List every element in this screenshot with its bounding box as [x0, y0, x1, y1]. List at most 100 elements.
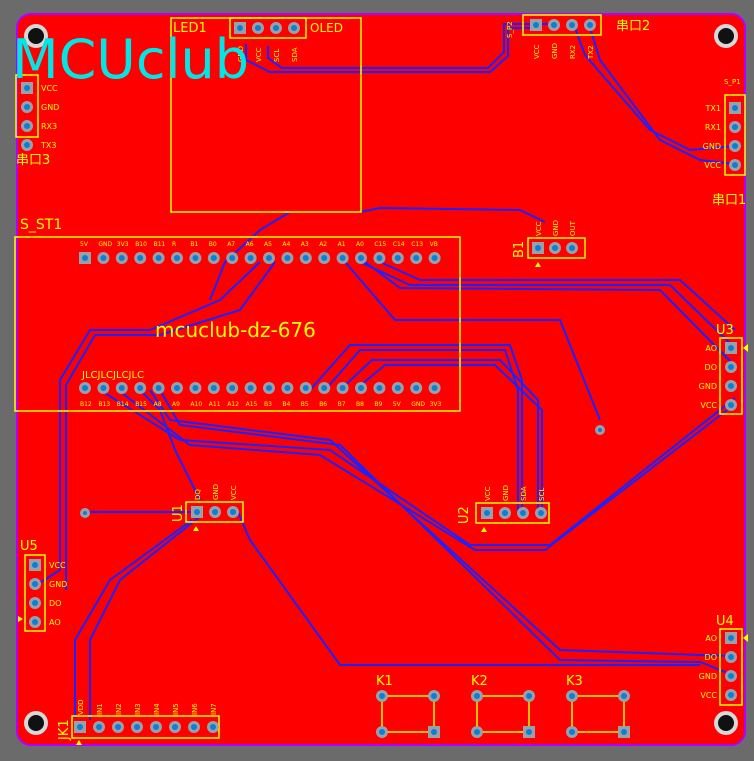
serial3-pad-3-hole — [24, 123, 30, 129]
u5-pin-label-1: VCC — [49, 561, 66, 570]
s-st1-bottom-pad-12-hole — [284, 385, 291, 391]
serial1-pin-label-2: RX1 — [705, 123, 721, 132]
s-st1-bottom-label-6: A9 — [172, 401, 180, 408]
u1-pin-label-2: GND — [212, 484, 220, 500]
u5-pin-label-4: AO — [49, 618, 61, 627]
serial3-name: 串口3 — [16, 153, 50, 168]
s-st1-bottom-label-16: B8 — [356, 401, 364, 408]
serial3-pad-2-hole — [24, 104, 30, 110]
jk1-pad-1-hole — [77, 724, 83, 730]
led1-pin-label-3: SCL — [273, 49, 281, 62]
u4-pin-label-4: VCC — [700, 691, 717, 700]
jk1-pad-7-hole — [191, 724, 197, 730]
b1-pad-2-hole — [552, 245, 558, 251]
s-st1-top-label-1: 5V — [80, 241, 89, 248]
k1-button[interactable]: K1 — [376, 674, 440, 738]
s-st1-top-label-13: A3 — [301, 241, 309, 248]
k3-button[interactable]: K3 — [566, 674, 630, 738]
s-st1-bottom-pad-19-hole — [413, 385, 420, 391]
s-st1-top-label-20: VB — [430, 241, 438, 248]
serial1-pad-2-hole — [732, 124, 738, 130]
jk1-pin-label-6: IN5 — [172, 703, 180, 715]
s-st1-bottom-pad-15-hole — [339, 385, 346, 391]
b1-pad-1-hole — [535, 245, 541, 251]
s-st1-top-pad-14-hole — [321, 255, 328, 261]
u1-pin-label-3: VCC — [230, 485, 238, 500]
s-st1-bottom-label-19: GND — [411, 401, 425, 408]
jk1-pad-5-hole — [153, 724, 159, 730]
led1-pad-2-hole — [255, 25, 261, 31]
s-st1-top-label-7: B1 — [190, 241, 198, 248]
u5-pad-3-hole — [32, 600, 38, 606]
serial3-pin-label-1: VCC — [41, 84, 58, 93]
board-substrate — [16, 13, 746, 746]
u3-ref: U3 — [716, 323, 734, 338]
s-st1-bottom-label-17: B9 — [374, 401, 382, 408]
u2-pad-2-hole — [502, 510, 508, 516]
s-st1-top-label-10: A6 — [246, 241, 254, 248]
serial1-pad-1-hole — [732, 105, 738, 111]
s-st1-bottom-pad-9-hole — [229, 385, 236, 391]
s-st1-bottom-pad-1-hole — [82, 385, 88, 391]
jk1-pin-label-8: IN7 — [210, 703, 218, 715]
b1-pin-label-3: OUT — [569, 220, 577, 236]
jk1-pin-label-5: IN4 — [153, 703, 161, 715]
jk1-pin-label-2: IN1 — [96, 703, 104, 715]
s-st1-bottom-label-11: B3 — [264, 401, 272, 408]
serial1-pin-label-1: TX1 — [705, 104, 721, 113]
s-st1-top-pad-15-hole — [339, 255, 346, 261]
s-st1-bottom-label-1: B12 — [80, 401, 92, 408]
k2-ref: K2 — [471, 674, 488, 689]
s-st1-top-pad-6-hole — [174, 255, 180, 261]
b1-pin-label-1: VCC — [535, 221, 543, 236]
u3-pin-label-4: VCC — [700, 401, 717, 410]
s-st1-bottom-pad-10-hole — [247, 385, 254, 391]
s-st1-top-label-19: C13 — [411, 241, 423, 248]
s-st1-top-label-11: A5 — [264, 241, 272, 248]
u4-pad-4-hole — [728, 692, 734, 698]
s-st1-bottom-pad-18-hole — [394, 385, 401, 391]
s-st1-top-pad-16-hole — [358, 255, 364, 261]
u5-pad-4-hole — [32, 619, 38, 625]
s-st1-top-label-16: A0 — [356, 241, 364, 248]
u2-pin-label-1: VCC — [484, 486, 492, 501]
u5-ref: U5 — [20, 539, 38, 554]
vias — [80, 425, 605, 518]
s-st1-top-label-18: C14 — [393, 241, 405, 248]
s-st1-bottom-label-10: A15 — [246, 401, 258, 408]
k2-button[interactable]: K2 — [471, 674, 535, 738]
s-st1-bottom-label-18: 5V — [393, 401, 402, 408]
s-st1-top-pad-3-hole — [118, 255, 125, 261]
led1-pin-label-1: GND — [237, 46, 245, 62]
u2-pin-label-2: GND — [502, 485, 510, 501]
u3-pad-2-hole — [728, 364, 734, 370]
jk1-pin-label-7: IN6 — [191, 703, 199, 715]
u1-ref: U1 — [171, 504, 186, 522]
s-st1-bottom-pad-3-hole — [118, 385, 125, 391]
serial2-pad-4-hole — [587, 22, 593, 28]
u4-pad-3-hole — [728, 673, 734, 679]
s-st1-top-pad-7-hole — [192, 255, 199, 261]
s-st1-bottom-pad-11-hole — [266, 385, 272, 391]
s-st1-bottom-pad-14-hole — [321, 385, 328, 391]
s-st1-top-pad-1-hole — [82, 255, 88, 261]
jk1-pad-8-hole — [210, 724, 216, 730]
s-st1-top-label-4: B10 — [135, 241, 147, 248]
s-st1-bottom-label-20: 3V3 — [430, 401, 442, 408]
s-st1-top-label-14: A2 — [319, 241, 327, 248]
jk1-pin-label-1: VDD — [77, 699, 85, 715]
s-st1-top-label-8: B0 — [209, 241, 217, 248]
